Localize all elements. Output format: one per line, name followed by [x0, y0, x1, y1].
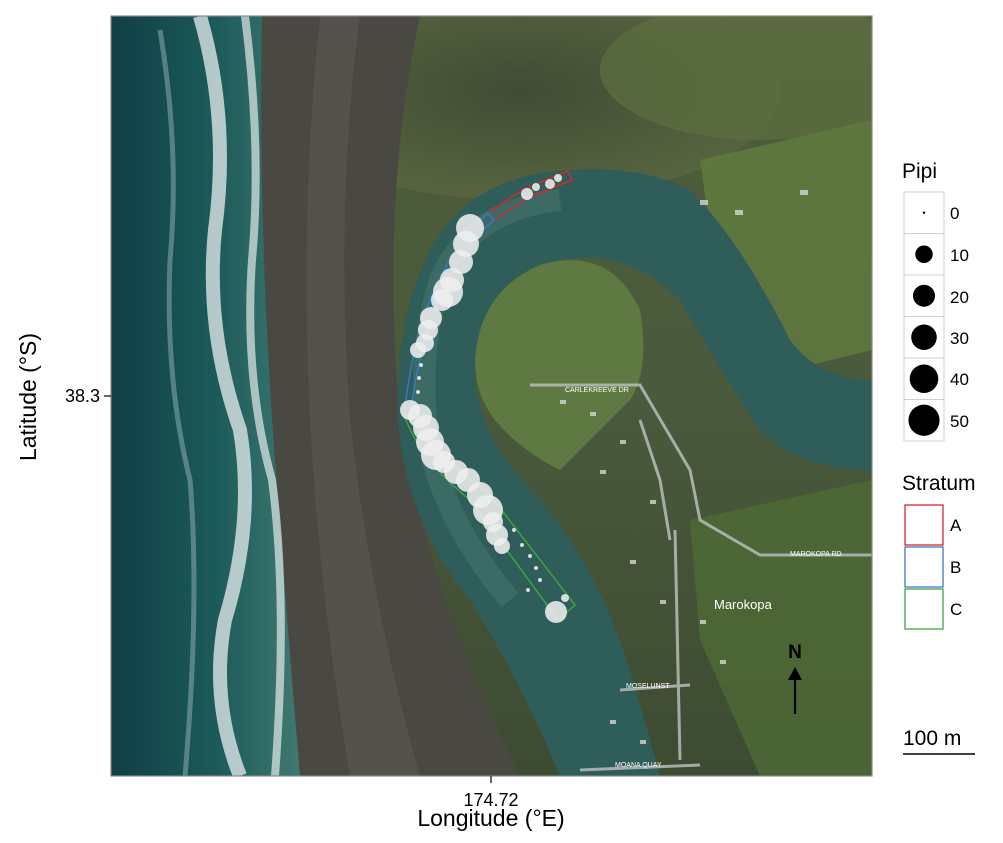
- north-arrow: N: [788, 642, 802, 714]
- pipi-point: [545, 601, 567, 623]
- size-legend-label: 10: [950, 246, 969, 265]
- satellite-background: [111, 16, 872, 776]
- size-legend-title: Pipi: [902, 160, 938, 183]
- size-legend-key-dot: [908, 404, 940, 436]
- x-tick-label: 174.72: [463, 790, 519, 810]
- pipi-point: [494, 538, 510, 554]
- north-arrow-label: N: [788, 642, 802, 663]
- size-legend-key-dot: [912, 284, 936, 307]
- y-tick-label: 38.3: [64, 386, 100, 406]
- stratum-legend-key-b: [904, 546, 944, 588]
- size-legend-label: 40: [950, 370, 969, 389]
- road-label-moana-quay: MOANA QUAY: [615, 762, 662, 769]
- pipi-point: [417, 376, 421, 380]
- scale-bar-label: 100 m: [903, 727, 962, 750]
- pipi-point: [410, 342, 426, 358]
- pipi-point: [416, 390, 420, 394]
- pipi-point: [554, 174, 562, 182]
- pipi-point: [449, 250, 473, 274]
- stratum-legend-label-a: A: [950, 516, 962, 535]
- size-legend-key-dot: [922, 211, 926, 214]
- size-legend-label: 50: [950, 412, 969, 431]
- size-legend-key-dot: [909, 364, 939, 394]
- pipi-point: [538, 578, 542, 582]
- size-legend-key-dot: [911, 324, 937, 351]
- x-axis-title: Longitude (°E): [417, 805, 565, 831]
- pipi-point: [526, 588, 530, 592]
- stratum-legend-label-c: C: [950, 600, 963, 619]
- size-legend: [903, 191, 945, 442]
- pipi-point: [528, 554, 532, 558]
- road-label-moselunst: MOSELUNST: [626, 683, 670, 690]
- pipi-point: [545, 179, 555, 189]
- road-label-marokopa-rd: MAROKOPA RD: [790, 551, 842, 558]
- stratum-legend-label-b: B: [950, 558, 962, 577]
- town-label: Marokopa: [714, 597, 773, 612]
- pipi-point: [532, 183, 540, 191]
- road-label-carlekreeve-dr: CARLEKREEVE DR: [565, 387, 629, 394]
- size-legend-label: 0: [950, 204, 960, 223]
- stratum-legend-title: Stratum: [902, 472, 976, 495]
- size-legend-label: 20: [950, 288, 969, 307]
- pipi-point: [561, 594, 569, 602]
- stratum-legend: [904, 504, 944, 630]
- stratum-legend-key-a: [904, 504, 944, 546]
- pipi-points: [400, 174, 569, 623]
- stratum-legend-key-c: [904, 588, 944, 630]
- pipi-point: [521, 188, 533, 200]
- pipi-point: [431, 289, 453, 311]
- pipi-point: [512, 528, 516, 532]
- pipi-point: [520, 543, 524, 547]
- size-legend-key-dot: [915, 245, 933, 263]
- pipi-point: [534, 566, 538, 570]
- pipi-point: [419, 363, 423, 367]
- size-legend-label: 30: [950, 329, 969, 348]
- y-axis-title: Latitude (°S): [15, 332, 41, 462]
